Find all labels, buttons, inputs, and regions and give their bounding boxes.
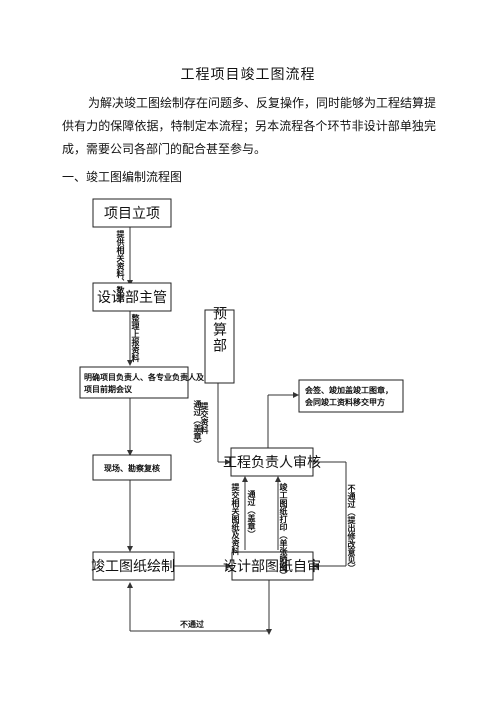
label-project-approval: 项目立项 [104, 206, 160, 222]
label-project-to-manager: 提供相关资料、数据 [115, 229, 126, 303]
section-heading: 一、竣工图编制流程图 [62, 170, 183, 184]
box-drawing [92, 551, 175, 581]
label-print-drawings: 竣工图纸打印（单张晒图） [278, 482, 289, 579]
label-self-pass: 通过（盖章） [247, 489, 257, 538]
intro-paragraph: 为解决竣工图绘制存在问题多、反复操作，同时能够为工程结算提供有力的保障依据，特制… [62, 96, 437, 156]
label-submit-drawings: 提交相关图纸及资料 [230, 482, 241, 556]
label-engineer-review: 工程负责人审核 [223, 455, 321, 471]
box-stamp-handover [298, 379, 404, 413]
label-design-manager: 设计部主管 [97, 290, 167, 306]
label-fail-bottom: 不通过 [180, 619, 204, 629]
box-assign-leads [79, 366, 189, 399]
box-engineer-review [230, 447, 314, 477]
label-manager-to-assign: 整理上报资料 [131, 313, 141, 363]
label-budget-submit: 提交资料 [199, 401, 210, 435]
box-budget-dept [204, 309, 235, 384]
label-assign-leads: 明确项目负责人、各专业负责人及 项目前期会议 [84, 372, 207, 394]
label-budget-pass: 通过（盖章） [193, 399, 203, 448]
box-design-manager [92, 282, 172, 312]
document-title: 工程项目竣工图流程 [180, 67, 316, 83]
box-self-check [231, 551, 314, 581]
label-reject-right: 不通过（提出修改意见） [346, 484, 357, 572]
label-self-check: 设计部图纸自审 [223, 559, 321, 575]
label-stamp-handover: 会签、竣加盖竣工图章， 会同竣工资料移交甲方 [305, 385, 396, 407]
box-site-survey [92, 454, 172, 481]
label-drawing: 竣工图纸绘制 [91, 559, 175, 575]
label-site-survey: 现场、勘察复核 [104, 463, 160, 473]
box-project-approval [92, 198, 172, 228]
label-budget-dept: 预算部 [211, 306, 227, 354]
